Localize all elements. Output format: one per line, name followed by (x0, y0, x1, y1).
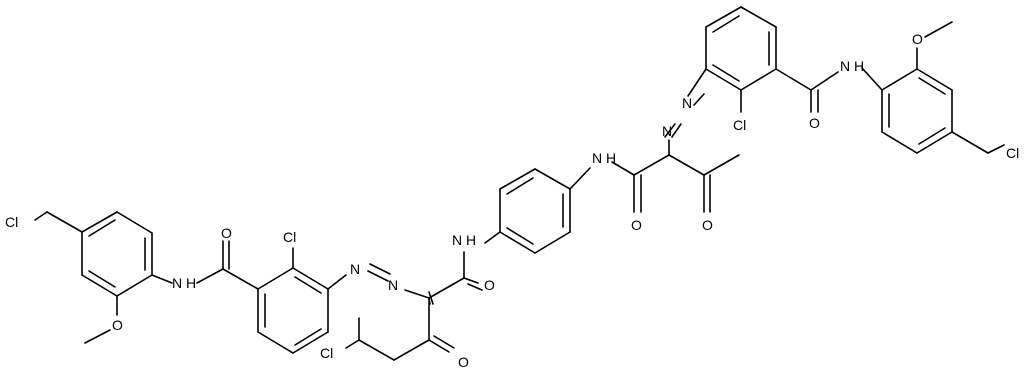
n-left-azo-1-label: N (350, 261, 360, 277)
right-methoxy (916, 21, 953, 70)
cl-right-ring-label: Cl (733, 117, 746, 133)
left-chloromethyl (34, 211, 83, 233)
right-chlorophenyl-ring (705, 6, 777, 91)
o-left-methoxy-label: O (112, 317, 123, 333)
nh-left-amide-label: N H (172, 275, 196, 291)
nh-center-right-label: N H (592, 150, 616, 166)
o-center-right-label: O (631, 217, 642, 233)
cl-left-ring-label: Cl (283, 229, 296, 245)
n-right-azo-1-label: N (682, 95, 692, 111)
center-phenylene-ring (499, 168, 571, 254)
left-azo (327, 263, 430, 299)
left-chlorophenyl-ring (257, 267, 329, 354)
center-amide-right (569, 154, 670, 213)
cl-chloroalkyl-label: Cl (320, 345, 333, 361)
left-methoxy (84, 295, 118, 344)
n-right-azo-2-label: N (662, 123, 672, 139)
o-right-methoxy-label: O (912, 31, 923, 47)
o-center-left-label: O (484, 277, 495, 293)
right-aryl-ring (881, 68, 953, 154)
cl-right-ch2-label: Cl (1006, 145, 1019, 161)
nh-right-amide-label: N H (840, 58, 864, 74)
center-amide-left (467, 231, 501, 291)
o-right-amide-label: O (809, 115, 820, 131)
right-chloromethyl (951, 131, 1005, 154)
right-azo (664, 68, 707, 138)
n-left-azo-2-label: N (388, 277, 398, 293)
right-amide (775, 67, 883, 113)
right-acetoacetyl-chain (668, 139, 740, 213)
o-keto-right-label: O (702, 217, 713, 233)
o-left-amide-label: O (221, 225, 232, 241)
cl-left-ch2-label: Cl (5, 214, 18, 230)
nh-center-left-label: N H (452, 232, 476, 248)
left-aryl-ring (81, 211, 153, 297)
left-amide (151, 240, 259, 290)
o-keto-left-label: O (458, 354, 469, 370)
left-acetoacetyl-chain (345, 251, 479, 361)
